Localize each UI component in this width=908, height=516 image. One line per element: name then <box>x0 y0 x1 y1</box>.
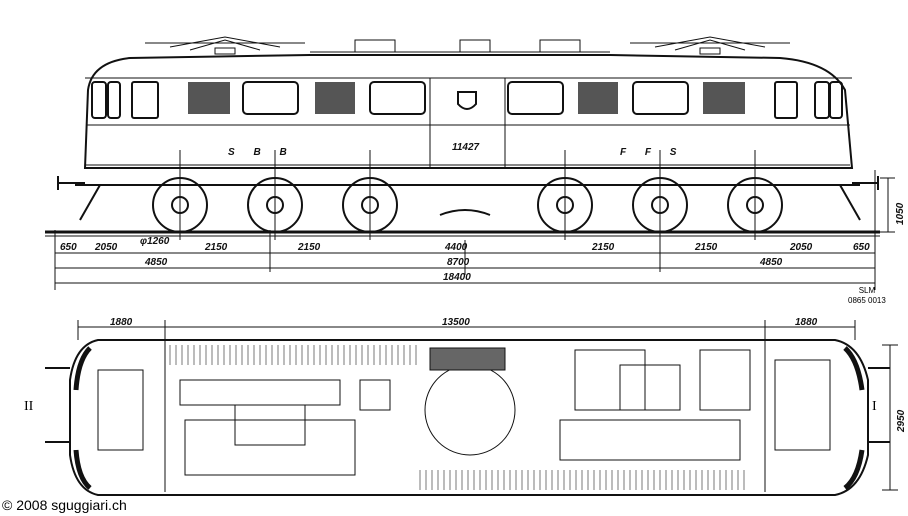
plan-equipment <box>97 342 831 492</box>
dim-4850-left: 4850 <box>144 257 168 268</box>
dim-4400: 4400 <box>444 242 468 253</box>
dim-4850-right: 4850 <box>759 257 783 268</box>
dim-height-1050: 1050 <box>895 202 906 225</box>
plan-buffers <box>45 367 890 443</box>
end-label-I: I <box>872 399 877 414</box>
dim-18400: 18400 <box>443 272 471 283</box>
dim-wheel-diameter: φ1260 <box>140 236 170 247</box>
maker-label: SLM <box>858 286 876 295</box>
plan-dimension-lines <box>77 320 898 491</box>
dim-2050-left: 2050 <box>94 242 118 253</box>
copyright-text: © 2008 sguggiari.ch <box>2 497 127 513</box>
dim-1880-right: 1880 <box>795 317 818 328</box>
dim-2150-1: 2150 <box>204 242 228 253</box>
floor-hatching <box>169 345 745 490</box>
windows <box>91 81 843 119</box>
drawing-number: 0865 0013 <box>848 296 886 305</box>
pantograph-right <box>630 36 790 55</box>
louvres <box>188 82 745 114</box>
dim-650-right: 650 <box>853 242 870 253</box>
dim-width-2950: 2950 <box>896 409 907 433</box>
wheels <box>152 150 783 240</box>
dim-1880-left: 1880 <box>110 317 133 328</box>
dim-650-left: 650 <box>60 242 77 253</box>
dim-2050-right: 2050 <box>789 242 813 253</box>
dim-2150-4: 2150 <box>694 242 718 253</box>
plan-outline <box>69 339 869 496</box>
locomotive-number: 11427 <box>452 142 480 153</box>
end-label-II: II <box>24 399 34 414</box>
side-view: 11427 S B B F F S 650 2050 <box>45 36 906 290</box>
dim-8700: 8700 <box>447 257 470 268</box>
dim-2150-3: 2150 <box>591 242 615 253</box>
dim-13500: 13500 <box>442 317 470 328</box>
drawing-reference: SLM 0865 0013 <box>848 286 886 306</box>
buffers <box>57 176 879 190</box>
plan-view: 1880 13500 1880 2950 I <box>24 317 907 496</box>
roof-equipment <box>310 39 610 53</box>
lettering-sbb: S B B <box>228 147 295 158</box>
dim-2150-2: 2150 <box>297 242 321 253</box>
crest-icon <box>457 91 477 110</box>
pantograph-left <box>145 36 305 55</box>
lettering-ffs: F F S <box>620 147 684 158</box>
dimension-lines <box>54 170 895 290</box>
